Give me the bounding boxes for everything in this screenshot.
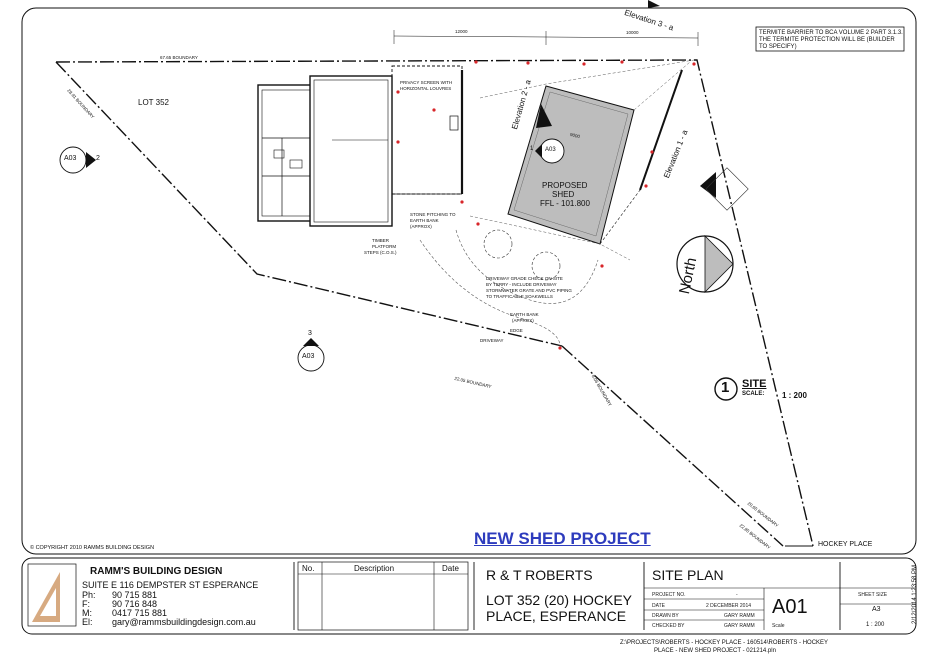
timber-steps-label-3: STEPS (C.O.S.) [364,250,397,255]
project-no-value: - [736,592,738,598]
shed-word: SHED [552,190,575,199]
project-no-label: PROJECT NO. [652,592,686,598]
date-value: 2 DECEMBER 2014 [706,603,752,609]
termite-note-line3: TO SPECIFY) [759,44,797,50]
callout-number-shed: 1 [530,146,534,152]
copyright: © COPYRIGHT 2010 RAMMS BUILDING DESIGN [30,545,155,551]
drawn-by-value: GARY RAMM [724,613,755,619]
dimension-12000: 12000 [455,29,468,34]
driveway-note-3: STORMWATER GRATE AND PVC PIPING [486,288,572,293]
checked-by-value: GARY RAMM [724,623,755,629]
email-label: El: [82,617,93,627]
sheet-size-label: SHEET SIZE [858,592,888,598]
privacy-screen-label-1: PRIVACY SCREEN WITH [400,80,453,85]
shed-ffl: FFL - 101.800 [540,199,590,208]
dimension-10000: 10000 [626,30,639,35]
company-name: RAMM'S BUILDING DESIGN [90,566,223,577]
lot-label: LOT 352 [138,98,169,107]
scale-label: Scale [772,623,785,629]
driveway-label: DRIVEWAY [480,338,504,343]
checked-by-label: CHECKED BY [652,623,685,629]
callout-number-bottom: 3 [308,330,312,337]
site-scale-label: SCALE: [742,391,765,397]
earth-bank-label-1: EARTH BANK [510,312,539,317]
phone-value: 90 715 881 [112,590,158,600]
client-name: R & T ROBERTS [486,567,593,583]
sheet-number: A01 [772,596,808,618]
revisions-no-header: No. [302,564,315,573]
fax-label: F: [82,599,90,609]
revisions-description-header: Description [354,564,395,573]
boundary-top-label: 67.65 BOUNDARY [160,55,198,60]
stone-pitching-label-3: (APPROX) [410,224,432,229]
stone-pitching-label-1: STONE PITCHING TO [410,212,456,217]
callout-sheet-left: A03 [64,155,77,162]
client-address-line2: PLACE, ESPERANCE [486,608,627,624]
scale-value: 1 : 200 [866,622,885,628]
sheet-size-value: A3 [872,606,881,613]
site-number: 1 [721,379,730,396]
drawing-title: SITE PLAN [652,567,724,583]
callout-sheet-bottom: A03 [302,353,315,360]
shed-title: PROPOSED [542,181,588,190]
mobile-label: M: [82,608,92,618]
stone-pitching-label-2: EARTH BANK [410,218,439,223]
driveway-note-1: DRIVEWAY GRADE CHECK ON SITE [486,276,563,281]
driveway-note-2: BY TERRY - INCLUDE DRIVEWAY [486,282,557,287]
earth-bank-label-2: (APPROX) [512,318,534,323]
phone-label: Ph: [82,590,96,600]
client-address-line1: LOT 352 (20) HOCKEY [486,592,633,608]
file-path-line1: Z:\PROJECTS\ROBERTS - HOCKEY PLACE - 160… [620,640,829,646]
termite-note-line2: THE TERMITE PROTECTION WILL BE (BUILDER [759,37,895,43]
timber-steps-label-2: PLATFORM [372,244,397,249]
hockey-place-label: HOCKEY PLACE [818,541,873,548]
company-address: SUITE E 116 DEMPSTER ST ESPERANCE [82,580,259,590]
mobile-value: 0417 715 881 [112,608,168,618]
callout-number-left: 2 [96,155,100,162]
site-scale: 1 : 200 [782,391,807,400]
callout-sheet-shed: A03 [545,147,556,153]
email-value: gary@rammsbuildingdesign.com.au [112,617,256,627]
timber-steps-label-1: TIMBER [372,238,390,243]
fax-value: 90 716 848 [112,599,158,609]
edge-label: EDGE [510,328,523,333]
drawn-by-label: DRAWN BY [652,613,679,619]
privacy-screen-label-2: HORIZONTAL LOUVRES [400,86,452,91]
date-label: DATE [652,603,665,609]
driveway-note-4: TO TRAFFICABLE SOAKWELLS [486,294,553,299]
file-path-line2: PLACE - NEW SHED PROJECT - 021214.pln [654,648,776,654]
print-timestamp: 2/12/2014 1:23:58 PM [912,564,918,624]
project-title: NEW SHED PROJECT [474,529,651,548]
revisions-date-header: Date [442,564,459,573]
termite-note-line1: TERMITE BARRIER TO BCA VOLUME 2 PART 3.1… [759,30,903,36]
site-title: SITE [742,378,767,390]
